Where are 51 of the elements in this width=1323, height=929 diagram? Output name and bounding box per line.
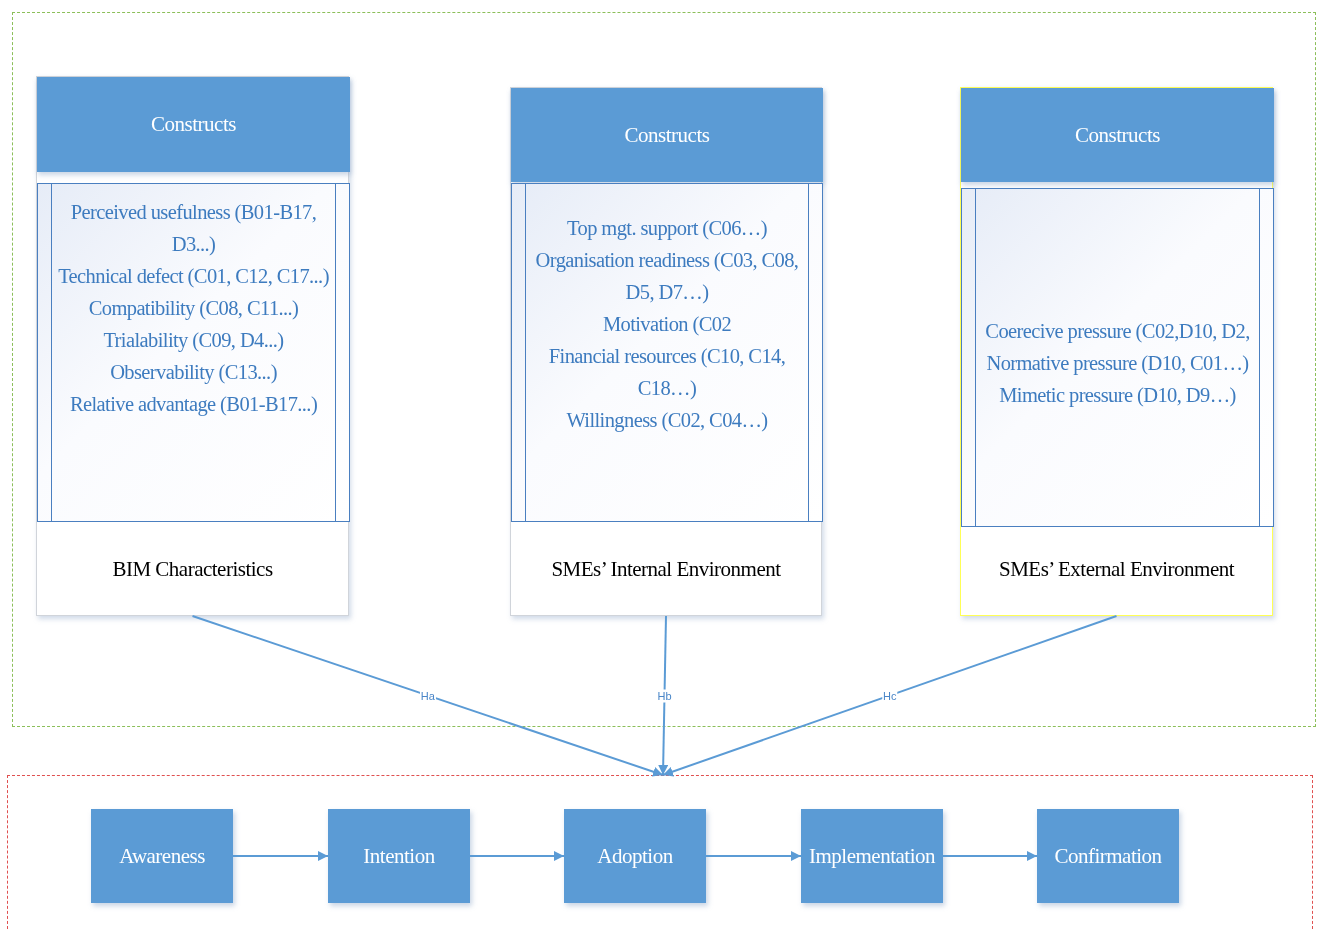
- header-title: Constructs: [624, 122, 710, 148]
- dashed-group-frame: [7, 775, 1313, 929]
- construct-item: Technical defect (C01, C12, C17...): [58, 264, 329, 290]
- process-box: [801, 809, 943, 903]
- construct-item: Top mgt. support (C06…): [567, 216, 767, 242]
- constructs-list-box: [511, 183, 823, 522]
- construct-panel: [960, 87, 1273, 616]
- construct-item: Financial resources (C10, C14, C18…): [547, 344, 787, 401]
- construct-item: Coerecive pressure (C02,D10, D2,: [985, 319, 1250, 345]
- construct-item: Normative pressure (D10, C01…): [986, 351, 1249, 377]
- edge-label: Hb: [656, 689, 673, 702]
- process-box: [1037, 809, 1179, 903]
- process-box: [91, 809, 233, 903]
- arrow: [658, 615, 669, 776]
- header-title: Constructs: [1075, 122, 1160, 148]
- step-label: Implementation: [809, 843, 935, 869]
- step-label: Intention: [363, 843, 435, 869]
- header-bar: [961, 88, 1274, 182]
- constructs-list-box: [37, 183, 350, 522]
- panel-title: BIM Characteristics: [112, 556, 273, 582]
- arrow: [662, 615, 1118, 777]
- panel-title: SMEs’ External Environment: [998, 556, 1235, 582]
- arrow: [469, 851, 565, 861]
- arrow: [705, 851, 802, 861]
- edge-label: Hc: [882, 689, 898, 702]
- step-label: Awareness: [119, 843, 205, 869]
- step-label: Adoption: [597, 843, 673, 869]
- construct-item: Organisation readiness (C03, C08, D5, D7…): [534, 248, 800, 306]
- process-box: [564, 809, 706, 903]
- construct-item: Willingness (C02, C04…): [566, 408, 768, 434]
- construct-item: Observability (C13...): [110, 360, 277, 386]
- header-bar: [37, 77, 350, 172]
- step-label: Confirmation: [1054, 843, 1162, 869]
- edge-label: Ha: [419, 689, 436, 702]
- construct-item: Trialability (C09, D4...): [103, 328, 284, 354]
- construct-panel: [36, 76, 349, 616]
- construct-item: Perceived usefulness (B01-B17, D3...): [69, 200, 318, 257]
- construct-item: Compatibility (C08, C11...): [88, 296, 299, 322]
- header-title: Constructs: [151, 112, 236, 137]
- construct-item: Relative advantage (B01-B17...): [69, 392, 318, 418]
- dashed-group-frame: [12, 12, 1316, 727]
- construct-panel: [510, 87, 822, 616]
- constructs-list-box: [961, 188, 1274, 527]
- construct-item: Mimetic pressure (D10, D9…): [999, 383, 1236, 409]
- construct-item: Motivation (C02: [602, 312, 732, 338]
- process-box: [328, 809, 470, 903]
- arrow: [191, 615, 664, 777]
- panel-title: SMEs’ Internal Environment: [551, 556, 781, 582]
- header-bar: [511, 88, 823, 182]
- arrow: [942, 851, 1038, 861]
- arrow: [232, 851, 329, 861]
